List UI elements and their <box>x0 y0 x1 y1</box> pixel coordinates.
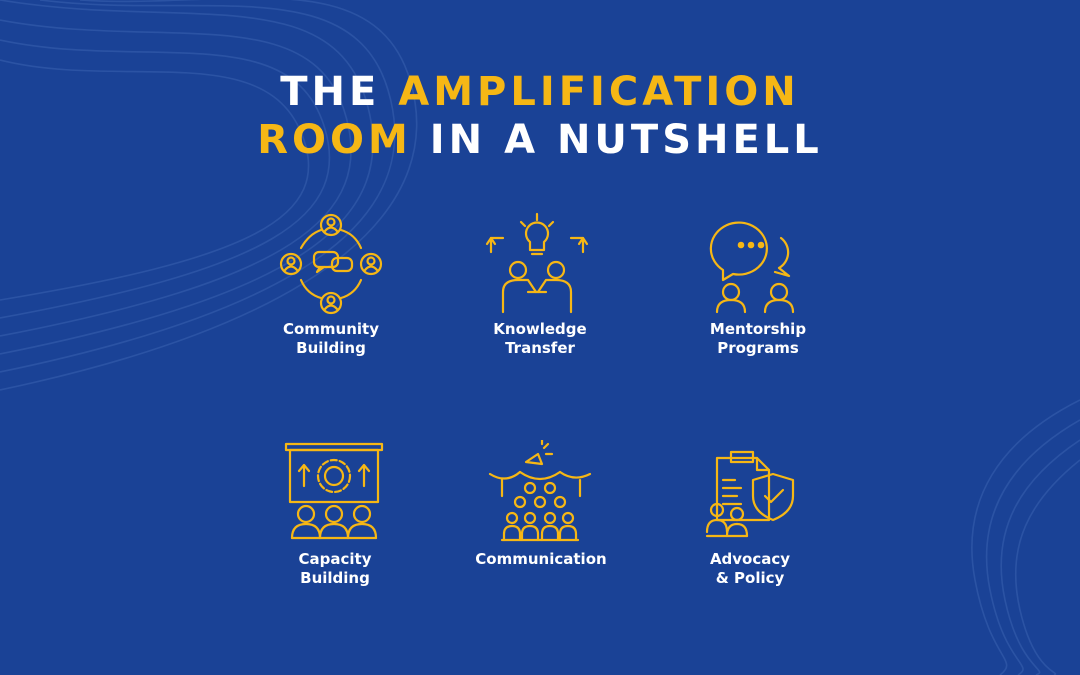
advocacy-icon <box>705 450 795 538</box>
feature-label: Communication <box>475 550 607 568</box>
page-title-line-2: ROOM IN A NUTSHELL <box>0 120 1080 160</box>
feature-capacity-building: Capacity Building <box>235 440 435 588</box>
feature-community-building: Community Building <box>231 210 431 358</box>
feature-advocacy-policy: Advocacy & Policy <box>650 440 850 588</box>
feature-communication: Communication <box>441 440 641 569</box>
title-word-the: THE <box>280 69 381 115</box>
feature-label: Community Building <box>282 320 380 357</box>
community-icon <box>279 213 383 315</box>
feature-label: Knowledge Transfer <box>493 320 587 357</box>
title-word-nutshell: IN A NUTSHELL <box>429 117 823 163</box>
feature-label: Advocacy & Policy <box>709 550 791 587</box>
feature-label: Mentorship Programs <box>709 320 807 357</box>
feature-mentorship-programs: Mentorship Programs <box>658 210 858 358</box>
title-word-amplification: AMPLIFICATION <box>398 69 800 115</box>
feature-knowledge-transfer: Knowledge Transfer <box>440 210 640 358</box>
mentorship-icon <box>709 221 795 314</box>
feature-label: Capacity Building <box>298 550 372 587</box>
title-word-room: ROOM <box>257 117 412 163</box>
communication-icon <box>488 440 592 542</box>
page-title-line-1: THE AMPLIFICATION <box>0 72 1080 112</box>
capacity-icon <box>284 442 384 540</box>
knowledge-icon <box>485 212 589 314</box>
